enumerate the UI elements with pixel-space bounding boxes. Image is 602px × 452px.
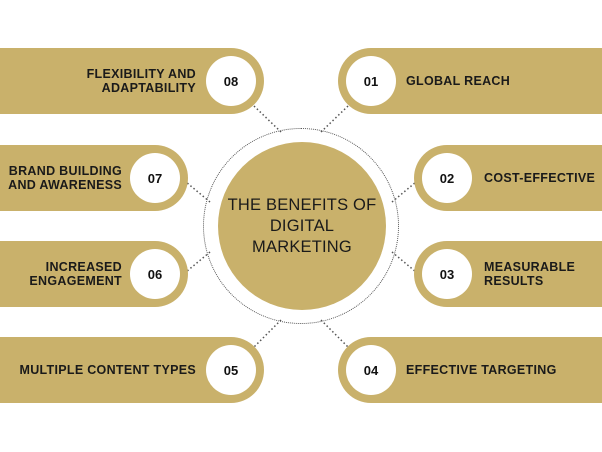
benefit-03-number: 03 xyxy=(422,249,472,299)
benefit-06-number: 06 xyxy=(130,249,180,299)
benefit-02-number: 02 xyxy=(422,153,472,203)
benefit-07-number: 07 xyxy=(130,153,180,203)
connector-06 xyxy=(185,251,211,273)
benefit-08-number: 08 xyxy=(206,56,256,106)
connector-01 xyxy=(320,105,349,133)
connector-02 xyxy=(391,181,417,203)
benefit-04: 04 EFFECTIVE TARGETING xyxy=(338,337,602,403)
connector-08 xyxy=(253,105,282,133)
connector-03 xyxy=(391,251,417,273)
benefit-01-label: GLOBAL REACH xyxy=(406,74,511,88)
benefit-01: 01 GLOBAL REACH xyxy=(338,48,602,114)
benefit-05-label: MULTIPLE CONTENT TYPES xyxy=(19,363,196,377)
benefit-06-label: INCREASED ENGAGEMENT xyxy=(29,260,122,288)
benefit-03-label: MEASURABLE RESULTS xyxy=(484,260,576,288)
benefit-02: 02 COST-EFFECTIVE xyxy=(414,145,602,211)
benefit-04-label: EFFECTIVE TARGETING xyxy=(406,363,557,377)
connector-05 xyxy=(253,319,282,348)
benefit-05: MULTIPLE CONTENT TYPES 05 xyxy=(0,337,264,403)
benefit-02-label: COST-EFFECTIVE xyxy=(484,171,596,185)
center-circle: THE BENEFITS OF DIGITAL MARKETING xyxy=(218,142,386,310)
benefit-07: BRAND BUILDING AND AWARENESS 07 xyxy=(0,145,188,211)
benefit-05-number: 05 xyxy=(206,345,256,395)
benefit-08: FLEXIBILITY AND ADAPTABILITY 08 xyxy=(0,48,264,114)
benefit-07-label: BRAND BUILDING AND AWARENESS xyxy=(8,164,122,192)
center-title: THE BENEFITS OF DIGITAL MARKETING xyxy=(227,195,377,256)
center-dotted-ring xyxy=(203,128,399,324)
benefit-08-label: FLEXIBILITY AND ADAPTABILITY xyxy=(86,67,196,95)
benefit-04-number: 04 xyxy=(346,345,396,395)
benefit-06: INCREASED ENGAGEMENT 06 xyxy=(0,241,188,307)
connector-04 xyxy=(320,319,349,348)
benefit-01-number: 01 xyxy=(346,56,396,106)
benefit-03: 03 MEASURABLE RESULTS xyxy=(414,241,602,307)
